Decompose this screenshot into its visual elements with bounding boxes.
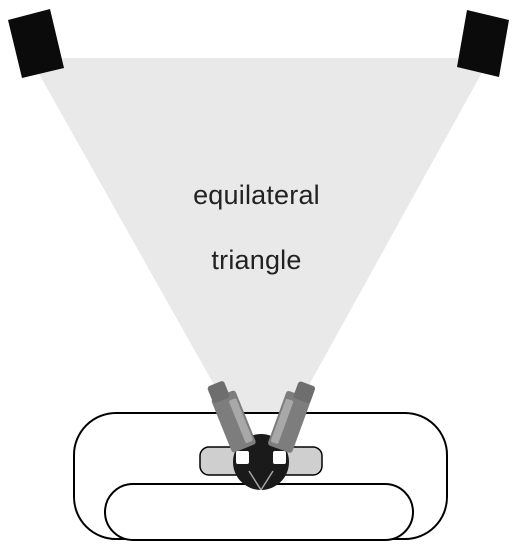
left-headphone-cup-icon <box>207 381 256 453</box>
right-speaker-icon <box>457 10 509 77</box>
console-inner-outline <box>104 483 414 541</box>
listener-head <box>233 434 289 490</box>
left-ear <box>236 451 249 464</box>
listener-icon <box>199 381 323 492</box>
right-ear <box>273 451 286 464</box>
listening-triangle <box>30 58 490 470</box>
right-headphone-cup-icon <box>268 381 316 453</box>
listener-face-direction <box>248 470 274 492</box>
triangle-label-line-2: triangle <box>211 245 302 275</box>
left-speaker-icon <box>8 9 64 78</box>
triangle-label-line-1: equilateral <box>193 180 320 210</box>
